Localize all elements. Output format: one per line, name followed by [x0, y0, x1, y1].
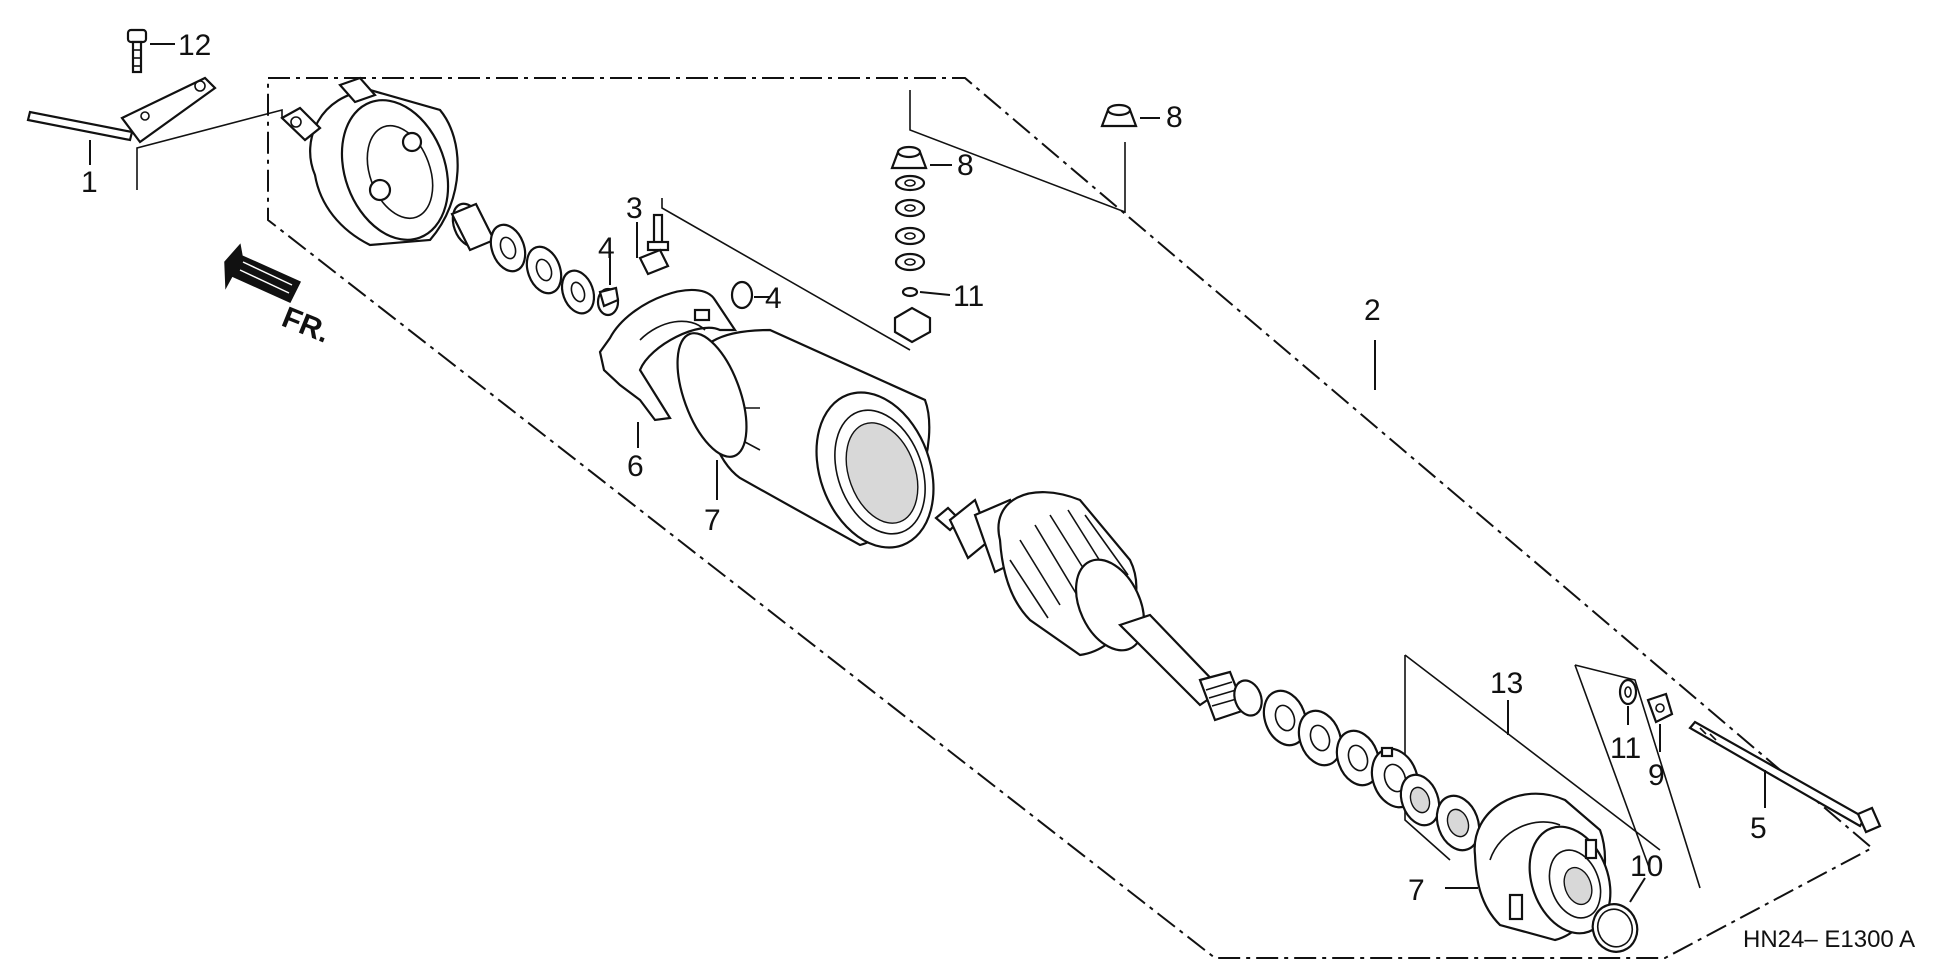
- rear-seal: [1399, 773, 1441, 827]
- bracket-group-lines: [136, 108, 283, 190]
- callout-10: 10: [1630, 850, 1663, 883]
- washer-group-line-b: [1574, 664, 1651, 871]
- front-arrow-icon: [224, 243, 302, 303]
- brush-group-lines: [661, 198, 911, 351]
- front-bushing: [450, 202, 496, 252]
- brush-part-4a: [596, 286, 620, 317]
- front-washers: [489, 223, 596, 315]
- end-cover-group-line-top: [1404, 654, 1661, 851]
- armature: [934, 491, 1247, 722]
- callout-2: 2: [1364, 294, 1381, 327]
- callout-6: 6: [627, 450, 644, 483]
- end-cover-group-lines: [1404, 655, 1451, 861]
- washer-group-lines: [1574, 664, 1701, 889]
- through-bolt-part-5: [1688, 720, 1882, 834]
- callout-12: 12: [178, 29, 211, 62]
- washer-part-11-lower: [1618, 678, 1638, 706]
- callout-7b: 7: [1408, 874, 1425, 907]
- front-marker-label: FR.: [277, 301, 334, 350]
- rear-bearing: [1435, 794, 1481, 852]
- callout-4b: 4: [765, 282, 782, 315]
- callout-13: 13: [1490, 667, 1523, 700]
- rear-end-cover: [1473, 792, 1612, 942]
- callout-11a: 11: [953, 280, 984, 313]
- callout-4a: 4: [598, 232, 615, 265]
- callout-1: 1: [81, 166, 98, 199]
- brush-part-4b: [730, 280, 754, 310]
- nut-part-8-upper: [1100, 103, 1138, 128]
- nut-part-9: [1646, 692, 1674, 724]
- bolt-part-12: [126, 28, 148, 74]
- nut-stack-group-lines: [909, 90, 1126, 214]
- callout-8b: 8: [957, 149, 974, 182]
- callout-5: 5: [1750, 812, 1767, 845]
- oring-part-10: [1591, 903, 1639, 953]
- callout-3: 3: [626, 192, 643, 225]
- callout-11b: 11: [1610, 732, 1641, 765]
- yoke-housing: [697, 328, 935, 549]
- callout-7a: 7: [704, 504, 721, 537]
- bracket-part-1: [26, 76, 217, 144]
- terminal-nut-stack: [890, 145, 932, 344]
- brush-holder-plate-part-6: [598, 288, 738, 422]
- front-housing: [280, 76, 459, 247]
- diagram-code: HN24– E1300 A: [1743, 926, 1915, 953]
- callout-9: 9: [1648, 759, 1665, 792]
- callout-8a: 8: [1166, 101, 1183, 134]
- rear-washers: [1233, 679, 1381, 787]
- assembly-boundary: [267, 77, 1874, 959]
- yoke-oring-part-7: [676, 332, 748, 458]
- brush-screw-part-3: [638, 213, 670, 276]
